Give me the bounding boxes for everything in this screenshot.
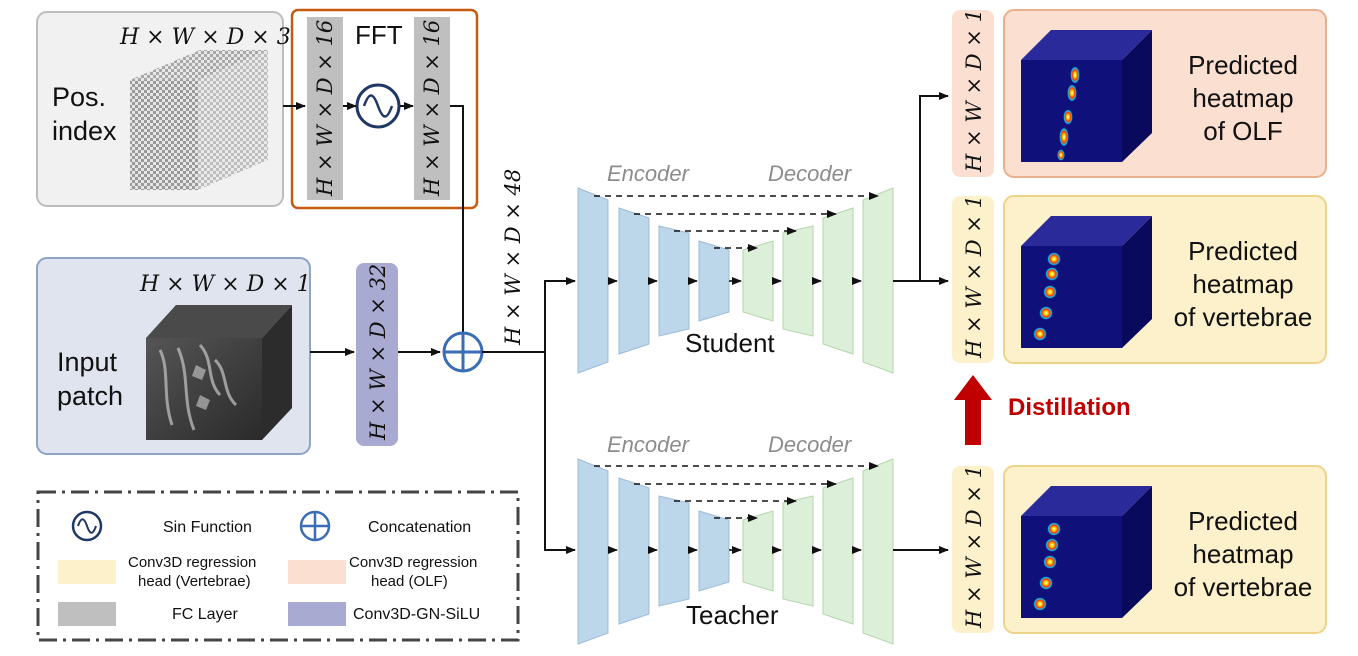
- student-vert-title-line3: of vertebrae: [1174, 302, 1313, 332]
- teacher-encoder-layer-2: [618, 477, 650, 625]
- student-encoder-layer-1: [577, 187, 609, 374]
- teacher-decoder-layer-1: [742, 510, 774, 592]
- olf-title-line3: of OLF: [1203, 116, 1282, 146]
- legend-vert-head-line2: head (Vertebrae): [138, 573, 251, 590]
- legend-concat-label: Concatenation: [368, 519, 471, 536]
- student-vert-title-line1: Predicted: [1188, 236, 1298, 266]
- teacher-skip-connections: [594, 462, 879, 522]
- student-vert-head-dims: H × W × D × 1: [962, 195, 986, 359]
- legend-conv-label: Conv3D-GN-SiLU: [353, 606, 480, 623]
- ct-volume-cube: [146, 305, 292, 440]
- student-skip-connections: [594, 192, 879, 252]
- olf-head-dims: H × W × D × 1: [962, 9, 986, 173]
- output-student-vertebrae: H × W × D × 1 Predicted heatmap of verte…: [952, 195, 1327, 364]
- legend-olf-head-line1: Conv3D regression: [349, 554, 477, 571]
- legend: Sin Function Concatenation Conv3D regres…: [36, 490, 520, 642]
- teacher-decoder-label: Decoder: [768, 432, 853, 457]
- student-label: Student: [685, 328, 775, 358]
- legend-sin-label: Sin Function: [163, 519, 252, 536]
- student-vertebrae-regression-head: [952, 196, 994, 363]
- student-network: Encoder Decoder Student: [577, 161, 894, 374]
- arrow-to-student: [544, 277, 576, 352]
- student-encoder-label: Encoder: [607, 161, 691, 186]
- input-patch-label-line1: Input: [57, 347, 118, 377]
- student-vert-title-line2: heatmap: [1192, 269, 1293, 299]
- arrow-to-teacher: [544, 352, 576, 554]
- distillation-label: Distillation: [1008, 394, 1131, 421]
- fc-layer-1-dims: H × W × D × 16: [313, 20, 337, 197]
- teacher-vertebrae-regression-head: [952, 466, 994, 633]
- student-decoder-layer-3: [822, 207, 854, 355]
- teacher-network: Encoder Decoder Teacher: [577, 432, 894, 645]
- legend-fc-swatch: [58, 602, 116, 626]
- olf-heatmap-cube: [1021, 30, 1152, 162]
- student-encoder-layer-2: [618, 207, 650, 355]
- olf-title-line1: Predicted: [1188, 50, 1298, 80]
- pos-index-cube: [130, 50, 268, 190]
- pos-index-label-line1: Pos.: [52, 82, 106, 112]
- teacher-encoder-layer-1: [577, 458, 609, 645]
- output-olf: H × W × D × 1 Predicted heatmap of OLF: [952, 9, 1327, 178]
- legend-conv-swatch: [288, 602, 346, 626]
- teacher-vert-head-dims: H × W × D × 1: [962, 465, 986, 629]
- teacher-vertebrae-heatmap-cube: [1021, 486, 1152, 618]
- fc-layer-1: [307, 17, 343, 200]
- concat-dims: H × W × D × 48: [501, 169, 525, 346]
- student-decoder-layer-4: [862, 187, 894, 374]
- teacher-label: Teacher: [686, 600, 779, 630]
- student-encoder-layer-3: [658, 225, 690, 337]
- legend-border: [36, 490, 520, 642]
- student-encoder-layer-4: [698, 240, 730, 322]
- pos-index-dims: H × W × D × 3: [119, 25, 291, 50]
- legend-vert-head-line1: Conv3D regression: [128, 554, 256, 571]
- pos-index-block: H × W × D × 3 Pos. index: [36, 11, 291, 207]
- conv3d-gn-silu-block: [356, 263, 398, 446]
- teacher-encoder-layer-4: [698, 510, 730, 592]
- fc-layer-2: [414, 17, 450, 200]
- output-teacher-vertebrae: H × W × D × 1 Predicted heatmap of verte…: [952, 465, 1327, 634]
- legend-fc-label: FC Layer: [172, 606, 238, 623]
- teacher-encoder-label: Encoder: [607, 432, 691, 457]
- input-patch-label-line2: patch: [57, 381, 123, 411]
- teacher-decoder-layer-3: [822, 477, 854, 625]
- legend-olf-head-swatch: [288, 560, 346, 584]
- arrow-fft-to-concat: [450, 105, 467, 344]
- student-decoder-label: Decoder: [768, 161, 853, 186]
- fc-layer-2-dims: H × W × D × 16: [420, 20, 444, 197]
- student-decoder-layer-1: [742, 240, 774, 322]
- teacher-decoder-layer-2: [782, 495, 814, 607]
- arrow-student-to-olf: [893, 92, 949, 282]
- conv-block-dims: H × W × D × 32: [366, 264, 390, 441]
- olf-title-line2: heatmap: [1192, 83, 1293, 113]
- legend-vert-head-swatch: [58, 560, 116, 584]
- pos-index-label-line2: index: [52, 116, 117, 146]
- fft-block: FFT H × W × D × 16 H × W × D × 16: [290, 8, 479, 210]
- fft-title: FFT: [355, 20, 403, 50]
- sin-function-icon: [355, 83, 401, 129]
- distillation-arrow: [954, 375, 992, 445]
- teacher-vert-title-line2: heatmap: [1192, 539, 1293, 569]
- legend-olf-head-line2: head (OLF): [371, 573, 448, 590]
- input-patch-block: H × W × D × 1 Input patch: [36, 257, 311, 455]
- student-vertebrae-heatmap-cube: [1021, 216, 1152, 348]
- olf-regression-head: [952, 10, 994, 177]
- legend-sin-icon: [71, 510, 103, 542]
- concatenation-icon: [442, 331, 484, 373]
- student-decoder-layer-2: [782, 225, 814, 337]
- teacher-vert-title-line1: Predicted: [1188, 506, 1298, 536]
- teacher-encoder-layer-3: [658, 495, 690, 607]
- legend-concat-icon: [299, 510, 331, 542]
- input-patch-dims: H × W × D × 1: [139, 272, 311, 297]
- teacher-decoder-layer-4: [862, 458, 894, 645]
- teacher-vert-title-line3: of vertebrae: [1174, 572, 1313, 602]
